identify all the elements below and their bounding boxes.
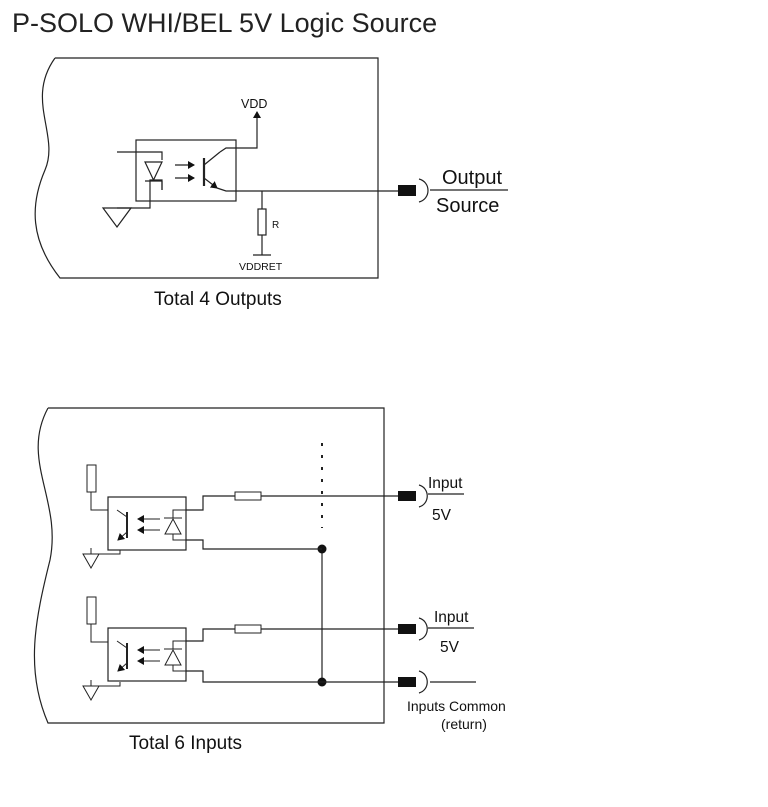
input-enclosure bbox=[33, 407, 385, 724]
ground-symbol bbox=[101, 207, 133, 229]
input-circuit: Input 5V Input 5 bbox=[33, 407, 506, 754]
inputs-caption: Total 6 Inputs bbox=[129, 733, 242, 754]
resistor-symbol bbox=[257, 208, 267, 236]
input-connector-socket-2 bbox=[418, 617, 428, 641]
outputs-caption: Total 4 Outputs bbox=[154, 289, 282, 310]
diagram-title: P-SOLO WHI/BEL 5V Logic Source bbox=[12, 8, 438, 38]
input-connector-socket-1 bbox=[418, 484, 428, 508]
input-optocoupler-2 bbox=[107, 627, 187, 682]
ground-symbol-1 bbox=[82, 553, 100, 570]
inputs-common-return-label: (return) bbox=[441, 716, 487, 732]
input-label-2: Input bbox=[434, 609, 469, 626]
vddret-label: VDDRET bbox=[239, 261, 283, 273]
input-connector-pin-2 bbox=[398, 624, 416, 634]
vdd-label: VDD bbox=[241, 97, 267, 111]
input-voltage-2: 5V bbox=[440, 639, 460, 656]
ground-symbol-2 bbox=[82, 685, 100, 702]
input-voltage-1: 5V bbox=[432, 507, 452, 524]
input-connector-pin-1 bbox=[398, 491, 416, 501]
input-channel-1: Input 5V bbox=[82, 464, 464, 570]
output-enclosure bbox=[34, 57, 379, 279]
resistor-label: R bbox=[272, 220, 279, 231]
series-resistor-1 bbox=[234, 491, 262, 501]
output-optocoupler bbox=[135, 139, 237, 202]
series-resistor-2 bbox=[234, 624, 262, 634]
source-label: Source bbox=[436, 195, 499, 217]
common-connector-pin bbox=[398, 677, 416, 687]
output-circuit: VDD R VDDRET Output Source Total 4 Outpu… bbox=[34, 57, 508, 310]
common-connector-socket bbox=[418, 670, 428, 694]
pullup-resistor-2 bbox=[86, 596, 97, 625]
output-label: Output bbox=[442, 167, 502, 189]
output-connector-socket bbox=[418, 178, 429, 203]
input-optocoupler-1 bbox=[107, 496, 187, 551]
inputs-common-label: Inputs Common bbox=[407, 698, 506, 714]
input-channel-2: Input 5V bbox=[82, 596, 474, 702]
output-connector-pin bbox=[398, 185, 416, 196]
led-diode-symbol bbox=[144, 161, 163, 182]
input-label-1: Input bbox=[428, 475, 463, 492]
pullup-resistor-1 bbox=[86, 464, 97, 493]
